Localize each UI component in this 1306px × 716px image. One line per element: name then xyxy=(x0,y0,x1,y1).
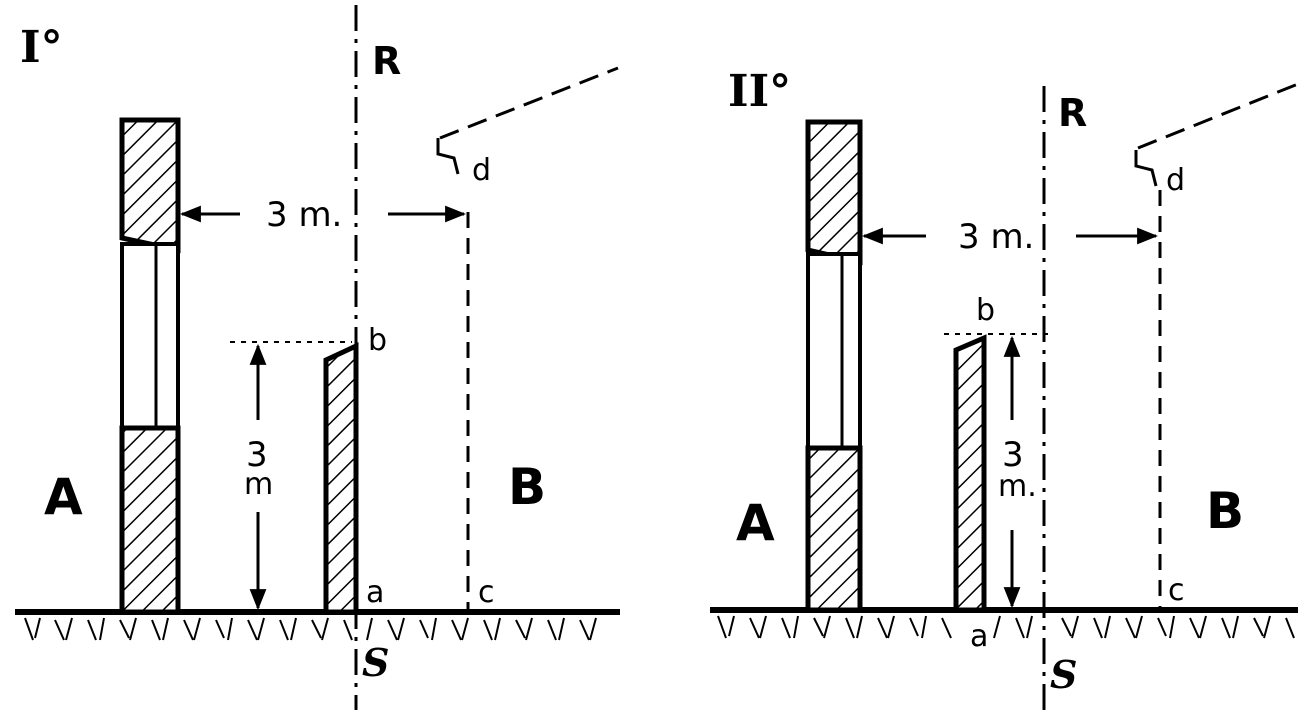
roof-line xyxy=(1137,82,1299,150)
label-r-top: R xyxy=(1058,91,1087,135)
zone-a-label: A xyxy=(44,468,83,526)
left-wall-upper xyxy=(805,119,863,266)
label-s-bottom: S xyxy=(1050,652,1077,697)
roof-line xyxy=(439,66,619,140)
left-wall-lower xyxy=(805,445,863,613)
point-b-label: b xyxy=(368,323,387,358)
label-s-bottom: S xyxy=(362,640,389,685)
eave-outline xyxy=(436,138,460,175)
ground-texture xyxy=(24,617,597,641)
point-d-label: d xyxy=(472,153,491,188)
vertical-dimension-value: 3 xyxy=(1002,435,1024,475)
eave-outline xyxy=(1134,150,1158,187)
zone-b-label: B xyxy=(508,458,546,516)
point-c-label: c xyxy=(478,575,495,610)
low-wall xyxy=(953,334,987,613)
horizontal-dimension-label: 3 m. xyxy=(958,217,1034,257)
point-d-label: d xyxy=(1166,163,1185,198)
point-a-label: a xyxy=(970,619,988,654)
vertical-dimension-unit: m. xyxy=(998,469,1037,504)
zone-a-label: A xyxy=(736,494,775,552)
panel-1-title: I° xyxy=(20,22,63,73)
label-r-top: R xyxy=(372,39,401,83)
vertical-dimension-unit: m xyxy=(244,467,273,502)
window-opening xyxy=(806,252,862,450)
panel-2-title: II° xyxy=(728,66,791,117)
left-wall-lower xyxy=(119,425,181,615)
panel-2: II° R S A B 3 m. 3 m. a b c d xyxy=(710,66,1299,710)
point-a-label: a xyxy=(366,575,384,610)
panel-1: I° R S A B 3 m. 3 m a b c d xyxy=(15,5,620,710)
zone-b-label: B xyxy=(1206,482,1244,540)
vertical-dimension-value: 3 xyxy=(246,435,268,475)
low-wall xyxy=(323,342,359,615)
point-c-label: c xyxy=(1168,573,1185,608)
ground-texture xyxy=(717,615,1295,639)
left-wall-upper xyxy=(119,117,181,254)
point-b-label: b xyxy=(976,293,995,328)
window-opening xyxy=(120,242,180,430)
horizontal-dimension-label: 3 m. xyxy=(266,195,342,235)
